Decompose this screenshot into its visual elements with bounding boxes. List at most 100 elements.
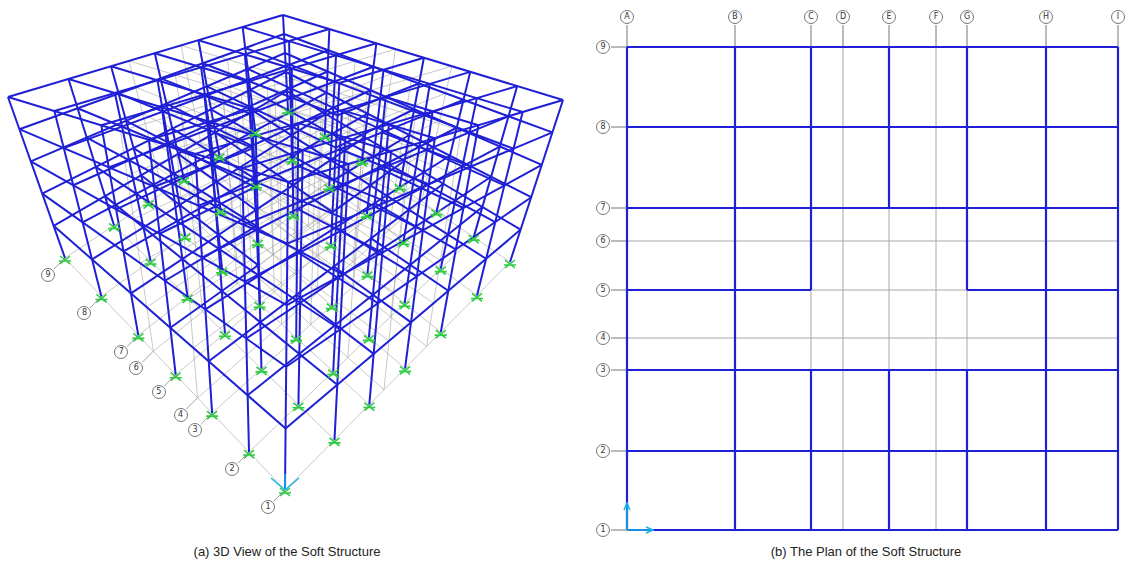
grid-bubble: I xyxy=(1111,10,1125,24)
grid-label: D xyxy=(840,13,846,21)
grid-leader xyxy=(611,208,627,209)
grid-label: 2 xyxy=(229,465,234,473)
grid-leader xyxy=(611,47,627,48)
plan-beam xyxy=(626,47,628,530)
grid-bubble: H xyxy=(1039,10,1053,24)
frame-plan-view xyxy=(611,25,1118,533)
grid-bubble: 6 xyxy=(129,361,143,375)
grid-label: A xyxy=(624,13,629,21)
grid-leader xyxy=(164,375,175,386)
grid-label: 1 xyxy=(600,526,605,534)
grid-bubble: 4 xyxy=(596,331,610,345)
plan-beam xyxy=(1045,47,1047,530)
grid-bubble: B xyxy=(728,10,742,24)
grid-leader xyxy=(735,25,736,47)
frame-member xyxy=(198,40,339,83)
plan-beam xyxy=(889,208,890,370)
plan-beam xyxy=(936,47,937,530)
grid-leader xyxy=(186,398,197,409)
grid-leader xyxy=(90,296,101,307)
fixed-support xyxy=(361,272,373,280)
fixed-support xyxy=(323,184,335,192)
grid-label: I xyxy=(1117,13,1119,21)
fixed-support xyxy=(430,210,442,218)
grid-leader xyxy=(238,452,249,463)
fixed-support xyxy=(327,370,339,378)
plan-beam xyxy=(811,290,812,370)
grid-bubble: 5 xyxy=(596,283,610,297)
frame-member xyxy=(331,83,339,244)
frame-member xyxy=(163,193,384,390)
frame-member xyxy=(510,100,563,262)
fixed-support xyxy=(145,259,157,267)
frame-member xyxy=(367,70,384,214)
frame-3d-view xyxy=(8,15,563,501)
plan-beam xyxy=(843,47,844,530)
frame-member xyxy=(400,58,424,187)
frame-member xyxy=(289,41,292,159)
fixed-support xyxy=(59,256,71,264)
grid-label: 9 xyxy=(45,271,50,279)
grid-leader xyxy=(627,25,628,47)
plan-beam xyxy=(627,529,1118,531)
frame-member xyxy=(329,55,336,186)
fixed-support xyxy=(252,240,264,248)
grid-leader xyxy=(274,490,285,501)
grid-label: 8 xyxy=(82,309,87,317)
fixed-support xyxy=(249,130,261,138)
fixed-support xyxy=(282,108,294,116)
fixed-support xyxy=(170,373,182,381)
frame-member xyxy=(404,84,430,241)
grid-bubble: 3 xyxy=(596,363,610,377)
frame-member xyxy=(295,96,296,274)
plan-beam xyxy=(627,207,1118,209)
fixed-support xyxy=(325,242,337,250)
frame-member xyxy=(155,53,184,179)
fixed-support xyxy=(206,411,218,419)
grid-leader xyxy=(611,241,627,242)
plan-beam xyxy=(627,369,1118,371)
grid-leader xyxy=(142,351,153,362)
frame-member xyxy=(369,151,391,404)
grid-leader xyxy=(611,451,627,452)
grid-leader xyxy=(611,530,627,531)
grid-bubble: 8 xyxy=(596,120,610,134)
fixed-support xyxy=(319,133,331,141)
plan-beam xyxy=(1117,47,1119,530)
frame-member xyxy=(111,66,252,109)
fixed-support xyxy=(435,267,447,275)
fixed-support xyxy=(216,268,228,276)
grid-bubble: C xyxy=(804,10,818,24)
grid-label: 9 xyxy=(600,43,605,51)
frame-member xyxy=(201,67,220,210)
fixed-support xyxy=(292,403,304,411)
grid-leader xyxy=(54,258,65,269)
plan-beam xyxy=(627,241,1118,242)
grid-leader xyxy=(611,290,627,291)
frame-member xyxy=(249,237,474,452)
grid-label: 8 xyxy=(600,123,605,131)
frame-member xyxy=(101,125,138,335)
grid-bubble: G xyxy=(960,10,974,24)
frame-member xyxy=(436,72,470,212)
frame-member xyxy=(283,15,288,110)
grid-label: 2 xyxy=(600,447,605,455)
fixed-support xyxy=(398,239,410,247)
fixed-support xyxy=(132,333,144,341)
grid-leader xyxy=(843,25,844,47)
frame-member xyxy=(54,111,101,296)
grid-leader xyxy=(1118,25,1119,47)
plan-beam xyxy=(627,126,1118,128)
fixed-support xyxy=(254,302,266,310)
fixed-support xyxy=(179,234,191,242)
frame-member xyxy=(298,150,302,405)
grid-bubble: E xyxy=(882,10,896,24)
grid-leader xyxy=(889,25,890,47)
grid-label: C xyxy=(808,13,814,21)
grid-label: H xyxy=(1043,13,1049,21)
grid-bubble: 6 xyxy=(596,234,610,248)
grid-leader xyxy=(1046,25,1047,47)
fixed-support xyxy=(356,159,368,167)
frame-member xyxy=(325,29,330,135)
fixed-support xyxy=(363,335,375,343)
